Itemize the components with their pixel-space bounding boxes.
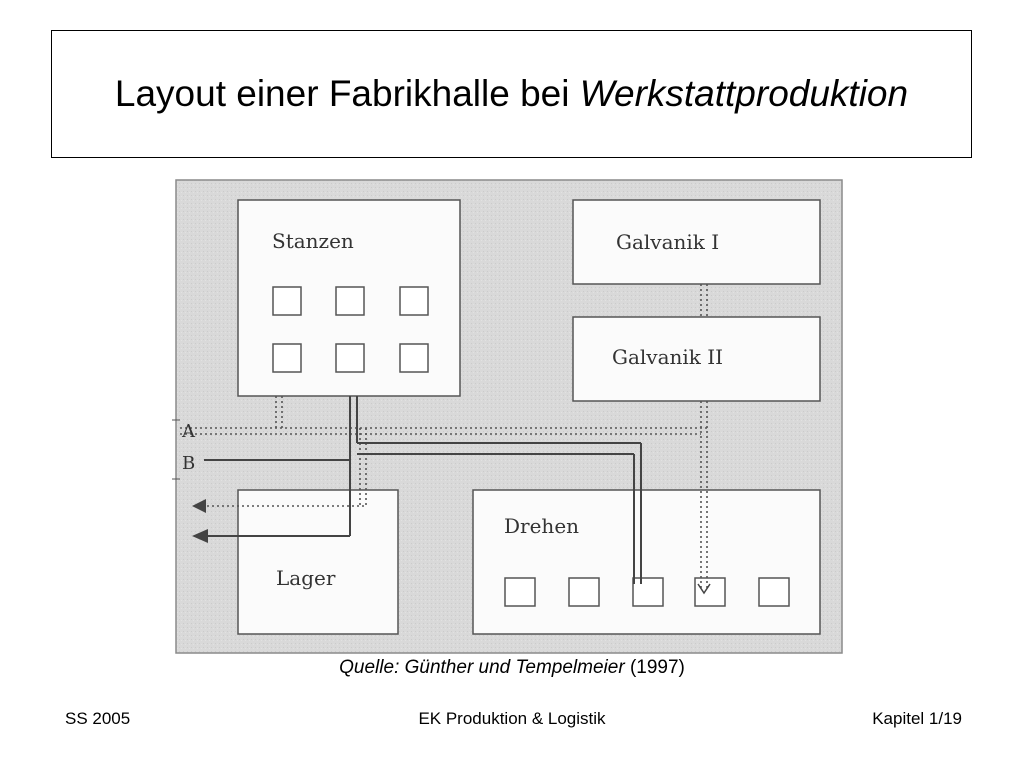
title-box: Layout einer Fabrikhalle bei Werkstattpr… (51, 30, 972, 158)
source-authors: Quelle: Günther und Tempelmeier (339, 657, 625, 678)
department-label-galvanik-1: Galvanik I (616, 230, 719, 254)
flow-a-drehen-arrow-icon (697, 583, 711, 595)
slide-title: Layout einer Fabrikhalle bei Werkstattpr… (115, 73, 908, 115)
flow-path-a (180, 284, 708, 589)
footer-chapter: Kapitel 1/19 (872, 709, 962, 728)
title-main: Layout einer Fabrikhalle bei (114, 73, 570, 114)
machine (399, 286, 429, 316)
machine (335, 343, 365, 373)
department-stanzen: Stanzen (237, 199, 461, 397)
factory-layout-svg: Stanzen Galvanik I Galvanik II Lager Dre… (172, 179, 843, 654)
machine (632, 577, 664, 607)
machine (335, 286, 365, 316)
department-label-galvanik-2: Galvanik II (612, 345, 723, 369)
title-emphasis: Werkstattproduktion (579, 73, 909, 114)
machine (504, 577, 536, 607)
department-label-drehen: Drehen (504, 514, 579, 538)
flow-b-arrow-icon (192, 529, 208, 543)
machine (399, 343, 429, 373)
flow-a-arrow-icon (192, 499, 206, 513)
flow-label-a: A (181, 421, 196, 442)
machine (694, 577, 726, 607)
machine (272, 343, 302, 373)
footer-course: EK Produktion & Logistik (418, 709, 606, 728)
flow-label-b: B (182, 453, 195, 474)
source-year: (1997) (629, 657, 685, 678)
source-citation: Quelle: Günther und Tempelmeier (1997) (0, 657, 1024, 679)
machine (758, 577, 790, 607)
flow-path-b (204, 396, 642, 584)
department-drehen: Drehen (472, 489, 821, 635)
department-label-stanzen: Stanzen (272, 229, 354, 253)
footer-semester: SS 2005 (65, 709, 131, 728)
department-label-lager: Lager (276, 566, 336, 590)
department-galvanik-2: Galvanik II (572, 316, 821, 402)
department-lager: Lager (237, 489, 399, 635)
machine (272, 286, 302, 316)
machine (568, 577, 600, 607)
factory-layout-diagram: Stanzen Galvanik I Galvanik II Lager Dre… (166, 174, 859, 664)
department-galvanik-1: Galvanik I (572, 199, 821, 285)
